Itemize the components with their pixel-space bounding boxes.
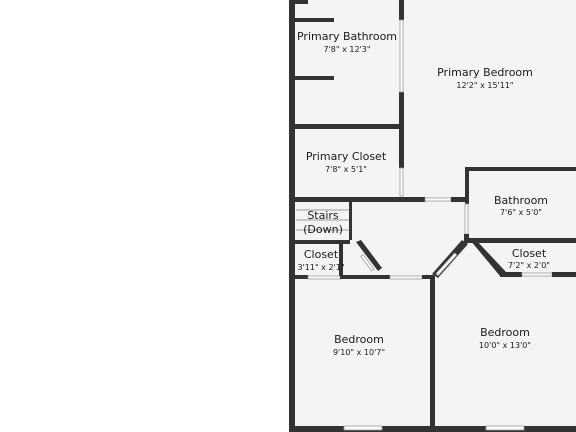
- room-dims-primary-closet: 7'8" x 5'1": [325, 165, 367, 174]
- wall-bath-partition-2: [292, 76, 334, 80]
- stairs-label-line2: (Down): [303, 223, 343, 236]
- window-bedroom-left: [343, 425, 383, 431]
- wall-closet-bottom-left: [292, 197, 425, 202]
- wall-bathroom-left-upper: [465, 167, 469, 204]
- door-bath-to-bedroom: [399, 19, 404, 93]
- room-dims-bedroom-right: 10'0" x 13'0": [479, 341, 531, 350]
- room-name-primary-bedroom: Primary Bedroom: [437, 66, 533, 79]
- wall-closet-right: [399, 128, 404, 168]
- room-name-primary-bathroom: Primary Bathroom: [297, 30, 397, 43]
- wall-bath-bottom: [292, 124, 404, 129]
- door-hall-angle-left: [360, 254, 375, 272]
- exterior-wall-left: [289, 0, 295, 432]
- door-closet-to-bedroom: [399, 167, 404, 197]
- wall-bathroom-top: [465, 167, 576, 171]
- wall-closet-bottom-right: [451, 197, 468, 202]
- room-dims-primary-bedroom: 12'2" x 15'11": [456, 81, 513, 90]
- room-dims-closet-right: 7'2" x 2'0": [508, 261, 550, 270]
- door-left-closet: [307, 275, 342, 280]
- exterior-wall-bottom: [289, 426, 576, 432]
- wall-right-closet-bottom-a: [500, 272, 522, 277]
- wall-bath-right-lower: [399, 92, 404, 128]
- wall-right-closet-angle: [470, 240, 506, 276]
- door-bathroom-hall: [464, 203, 469, 235]
- doorway-bedroom-left: [389, 275, 423, 280]
- wall-stairs-bottom: [292, 240, 350, 244]
- room-name-closet-left: Closet: [304, 248, 339, 261]
- wall-hall-bottom: [422, 275, 434, 279]
- room-name-bathroom: Bathroom: [494, 194, 548, 207]
- door-hall-angle-right: [435, 252, 458, 277]
- room-dims-bedroom-left: 9'10" x 10'7": [333, 348, 385, 357]
- wall-right-closet-bottom-b: [552, 272, 576, 277]
- wall-stairs-right: [349, 202, 352, 240]
- room-dims-primary-bathroom: 7'8" x 12'3": [323, 45, 370, 54]
- room-name-primary-closet: Primary Closet: [306, 150, 387, 163]
- doorway-closet-hall: [424, 197, 452, 202]
- room-name-bedroom-right: Bedroom: [480, 326, 530, 339]
- wall-bathroom-bottom: [465, 238, 576, 243]
- wall-bath-right-upper: [399, 0, 404, 20]
- room-name-closet-right: Closet: [512, 247, 547, 260]
- wall-bath-top: [292, 0, 308, 4]
- wall-hall-angle-left: [356, 240, 382, 271]
- wall-bathroom-left-lower: [464, 234, 469, 243]
- wall-bath-partition-1: [292, 18, 334, 22]
- room-dims-closet-left: 3'11" x 2'1": [297, 263, 344, 272]
- room-dims-bathroom: 7'6" x 5'0": [500, 208, 542, 217]
- wall-left-closet-right: [339, 244, 343, 276]
- wall-left-closet-bottom-a: [292, 275, 308, 279]
- stairs-label-line1: Stairs: [307, 209, 339, 222]
- door-right-closet: [521, 272, 553, 277]
- wall-left-closet-bottom-b: [340, 275, 390, 279]
- room-name-bedroom-left: Bedroom: [334, 333, 384, 346]
- wall-bedroom-divider: [430, 276, 435, 428]
- window-bedroom-right: [485, 425, 525, 431]
